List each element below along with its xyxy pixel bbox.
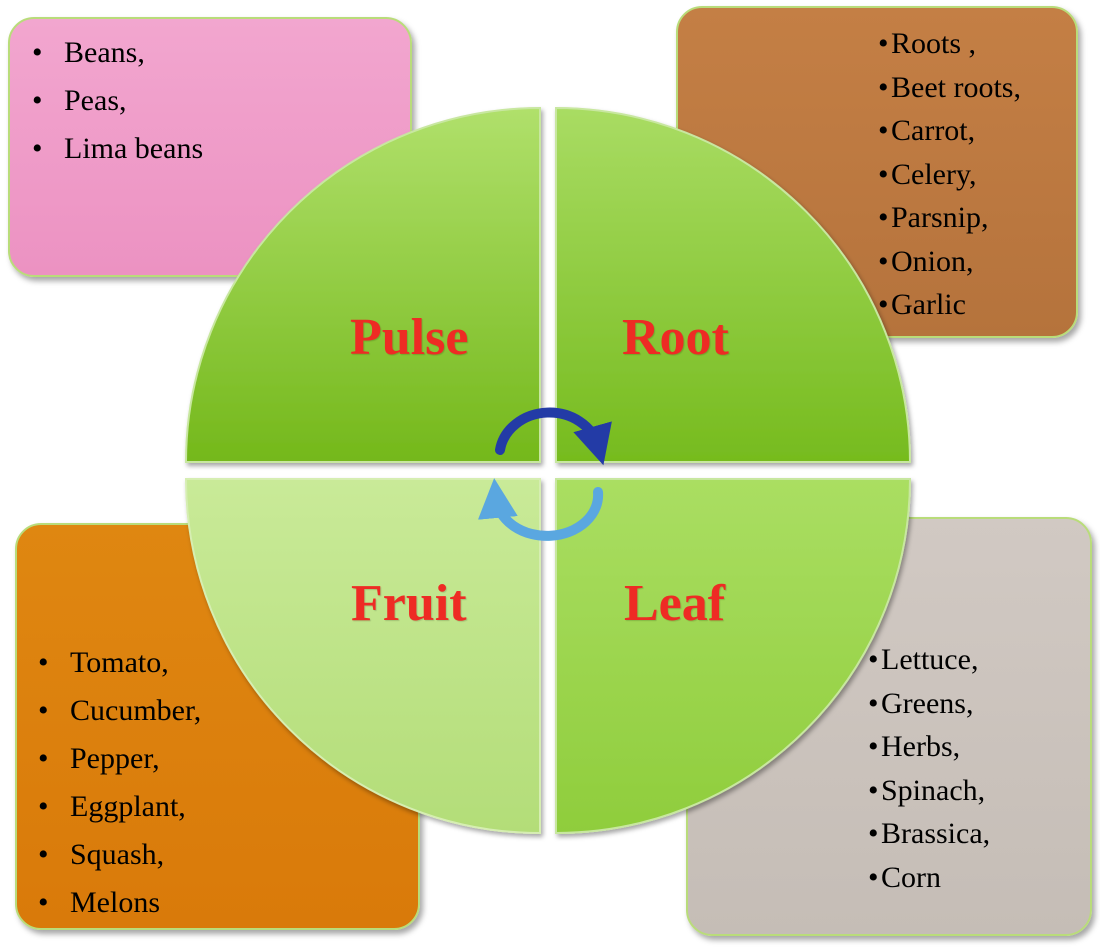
list-item: Spinach, — [868, 769, 990, 813]
list-item: Squash, — [26, 831, 201, 879]
pulse-examples-box: Beans, Peas, Lima beans — [8, 17, 412, 277]
list-item: Corn — [868, 856, 990, 900]
rotation-arrow-dark-icon — [495, 407, 612, 466]
root-examples-list: Roots , Beet roots, Carrot, Celery, Pars… — [878, 22, 1021, 327]
list-item: Carrot, — [878, 109, 1021, 153]
fruit-label: Fruit — [351, 575, 467, 632]
list-item: Beet roots, — [878, 66, 1021, 110]
pulse-quadrant — [184, 106, 541, 463]
list-item: Peas, — [20, 77, 203, 125]
fruit-quadrant — [184, 478, 541, 835]
leaf-quadrant — [555, 478, 912, 835]
leaf-label: Leaf — [624, 575, 726, 632]
list-item: Eggplant, — [26, 783, 201, 831]
pulse-examples-list: Beans, Peas, Lima beans — [20, 29, 203, 173]
list-item: Lettuce, — [868, 638, 990, 682]
list-item: Melons — [26, 879, 201, 927]
pulse-label: Pulse — [350, 309, 469, 366]
list-item: Greens, — [868, 682, 990, 726]
root-quadrant — [555, 106, 912, 463]
list-item: Lima beans — [20, 125, 203, 173]
list-item: Garlic — [878, 283, 1021, 327]
list-item: Pepper, — [26, 735, 201, 783]
list-item: Brassica, — [868, 812, 990, 856]
list-item: Onion, — [878, 240, 1021, 284]
root-label: Root — [622, 309, 729, 366]
list-item: Cucumber, — [26, 687, 201, 735]
leaf-examples-list: Lettuce, Greens, Herbs, Spinach, Brassic… — [868, 638, 990, 899]
rotation-arrow-light-icon — [477, 478, 604, 541]
list-item: Parsnip, — [878, 196, 1021, 240]
list-item: Herbs, — [868, 725, 990, 769]
fruit-examples-list: Tomato, Cucumber, Pepper, Eggplant, Squa… — [26, 639, 201, 927]
list-item: Celery, — [878, 153, 1021, 197]
list-item: Beans, — [20, 29, 203, 77]
list-item: Roots , — [878, 22, 1021, 66]
list-item: Tomato, — [26, 639, 201, 687]
